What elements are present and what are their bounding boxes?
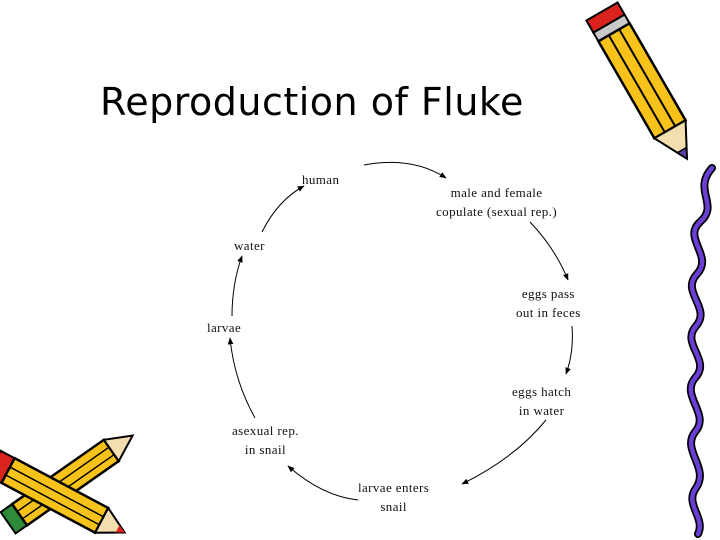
arrow-larvae-to-water <box>231 255 243 317</box>
stage-eggs-pass: eggs pass out in feces <box>516 286 581 320</box>
arrow-water-to-human <box>261 185 305 233</box>
slide-title: Reproduction of Fluke <box>100 80 524 124</box>
stage-eggs-hatch: eggs hatch in water <box>512 384 572 418</box>
stage-water: water <box>234 238 265 253</box>
stage-larvae-enters: larvae enters snail <box>358 480 430 514</box>
stage-asexual: asexual rep. in snail <box>232 423 299 457</box>
arrow-copulate-to-eggs-pass <box>529 221 569 281</box>
arrow-human-to-copulate <box>363 161 447 179</box>
arrow-eggs-hatch-to-larvae-enters <box>461 419 547 485</box>
arrow-eggs-pass-to-eggs-hatch <box>565 325 573 375</box>
stage-larvae: larvae <box>207 320 242 335</box>
arrow-larvae-enters-to-asexual <box>287 465 359 501</box>
stage-human: human <box>302 172 340 187</box>
stage-copulate: male and female copulate (sexual rep.) <box>436 185 558 219</box>
arrow-asexual-to-larvae <box>227 337 256 419</box>
